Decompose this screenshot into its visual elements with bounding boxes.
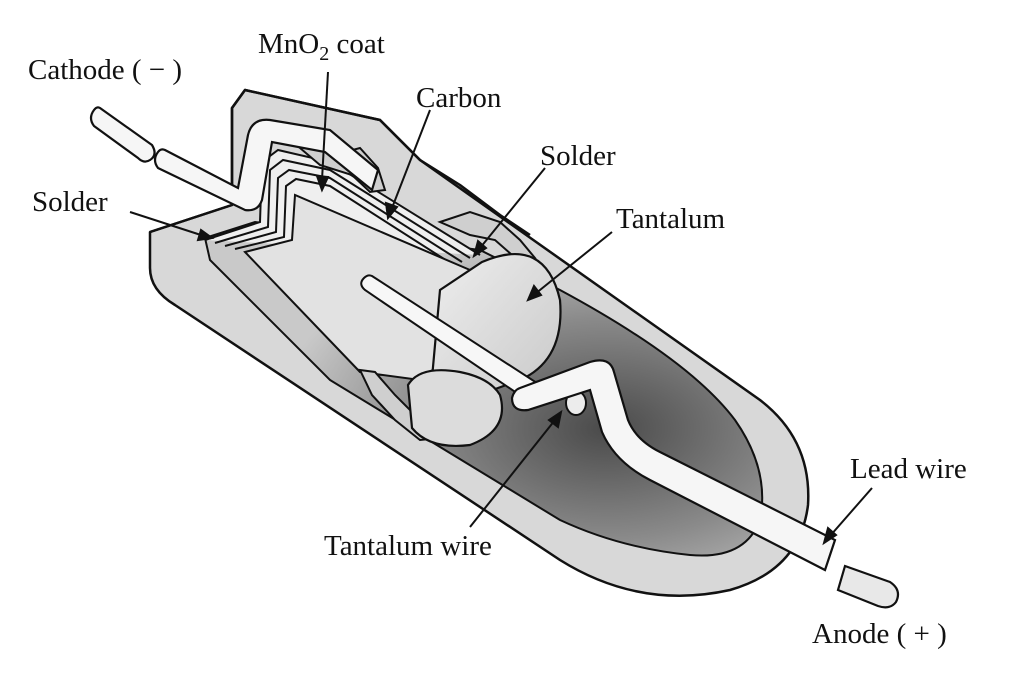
leader-lines [129, 71, 873, 546]
solder-left-arrowhead [196, 228, 215, 242]
mno2-leader [321, 71, 329, 181]
label-mno2-main: MnO [258, 28, 320, 60]
label-mno2-coat: MnO2 coat [258, 28, 385, 65]
mno2-arrowhead [315, 174, 330, 193]
lead-wire-leader [829, 487, 873, 537]
label-solder-right: Solder [540, 140, 616, 172]
tantalum-leader [534, 231, 613, 295]
lead-wire-arrowhead [822, 526, 838, 546]
solder-left-leader [129, 211, 205, 237]
solder-right-leader [479, 167, 546, 249]
solder-right-arrowhead [472, 239, 488, 259]
carbon-leader [391, 109, 431, 209]
label-tantalum: Tantalum [616, 203, 726, 235]
layered-slug [204, 148, 481, 382]
tantalum-wire-leader [469, 419, 556, 528]
label-tantalum-wire: Tantalum wire [324, 530, 492, 562]
tantalum-wire-arrowhead [547, 409, 563, 429]
label-cathode: Cathode ( − ) [28, 54, 183, 86]
label-mno2-rest: coat [329, 28, 385, 60]
tantalum-slug [406, 253, 562, 447]
label-mno2-sub: 2 [319, 43, 330, 65]
carbon-arrowhead [384, 201, 399, 221]
label-lead-wire: Lead wire [850, 453, 967, 485]
cathode-wire [89, 106, 380, 212]
tantalum-arrowhead [526, 284, 543, 302]
label-solder-left: Solder [32, 186, 108, 218]
label-anode: Anode ( + ) [812, 618, 947, 650]
lead-wire [510, 359, 900, 609]
label-carbon: Carbon [416, 82, 502, 114]
